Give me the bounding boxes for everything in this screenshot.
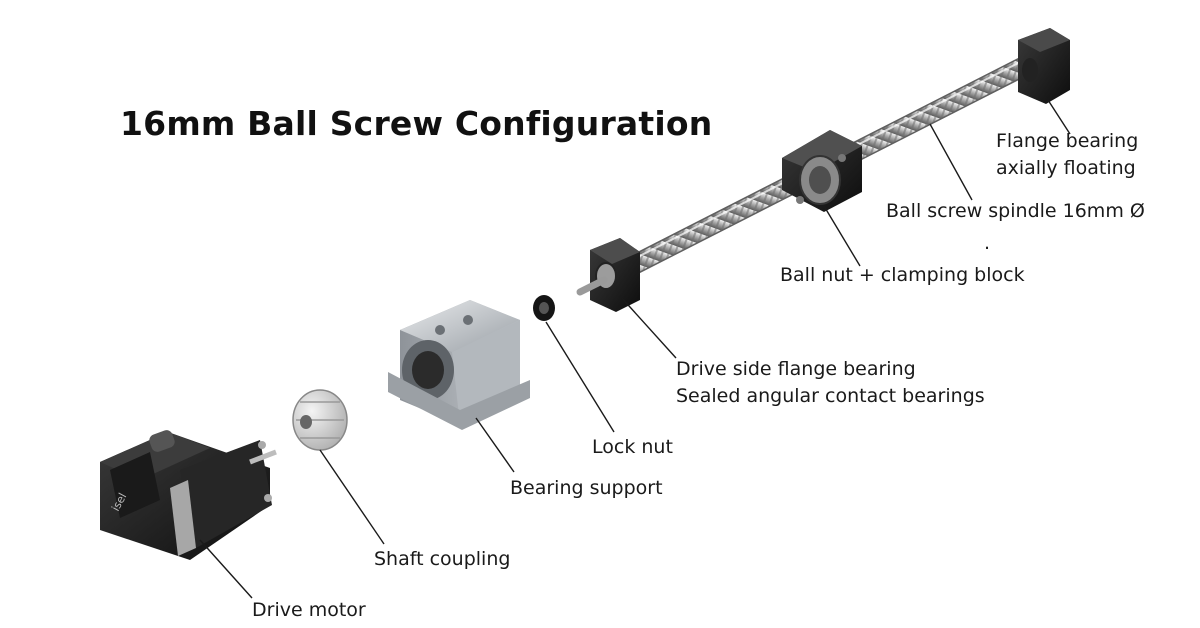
label-spindle: Ball screw spindle 16mm Ø (886, 200, 1145, 222)
leader-flange-bearing (1047, 99, 1071, 135)
label-drive-flange: Drive side flange bearing Sealed angular… (676, 356, 985, 410)
leader-lines (199, 99, 1071, 599)
label-bearing-support: Bearing support (510, 477, 663, 499)
leader-spindle (929, 123, 973, 201)
label-flange-bearing-line2: axially floating (996, 157, 1136, 179)
lock-nut (533, 295, 555, 321)
drive-side-flange-bearing (576, 238, 640, 312)
leader-shaft-coupling (319, 449, 385, 545)
bearing-support (388, 300, 530, 430)
leader-bearing-support (475, 417, 515, 473)
drive-motor: isel (100, 430, 277, 560)
leader-ball-nut (823, 205, 861, 267)
label-shaft-coupling: Shaft coupling (374, 548, 511, 570)
label-drive-flange-line1: Drive side flange bearing (676, 358, 916, 380)
label-drive-motor: Drive motor (252, 599, 366, 621)
leader-drive-motor (199, 539, 253, 599)
label-ball-nut: Ball nut + clamping block (780, 264, 1025, 286)
label-lock-nut: Lock nut (592, 436, 673, 458)
flange-bearing-floating (1018, 28, 1070, 104)
label-dot: . (984, 232, 991, 254)
shaft-coupling (292, 389, 348, 451)
leader-drive-flange (619, 295, 677, 359)
label-flange-bearing: Flange bearing axially floating (996, 128, 1138, 182)
page-title: 16mm Ball Screw Configuration (120, 104, 713, 143)
ball-nut-clamping-block (782, 130, 862, 212)
label-drive-flange-line2: Sealed angular contact bearings (676, 385, 985, 407)
leader-lock-nut (545, 321, 615, 433)
label-flange-bearing-line1: Flange bearing (996, 130, 1139, 152)
